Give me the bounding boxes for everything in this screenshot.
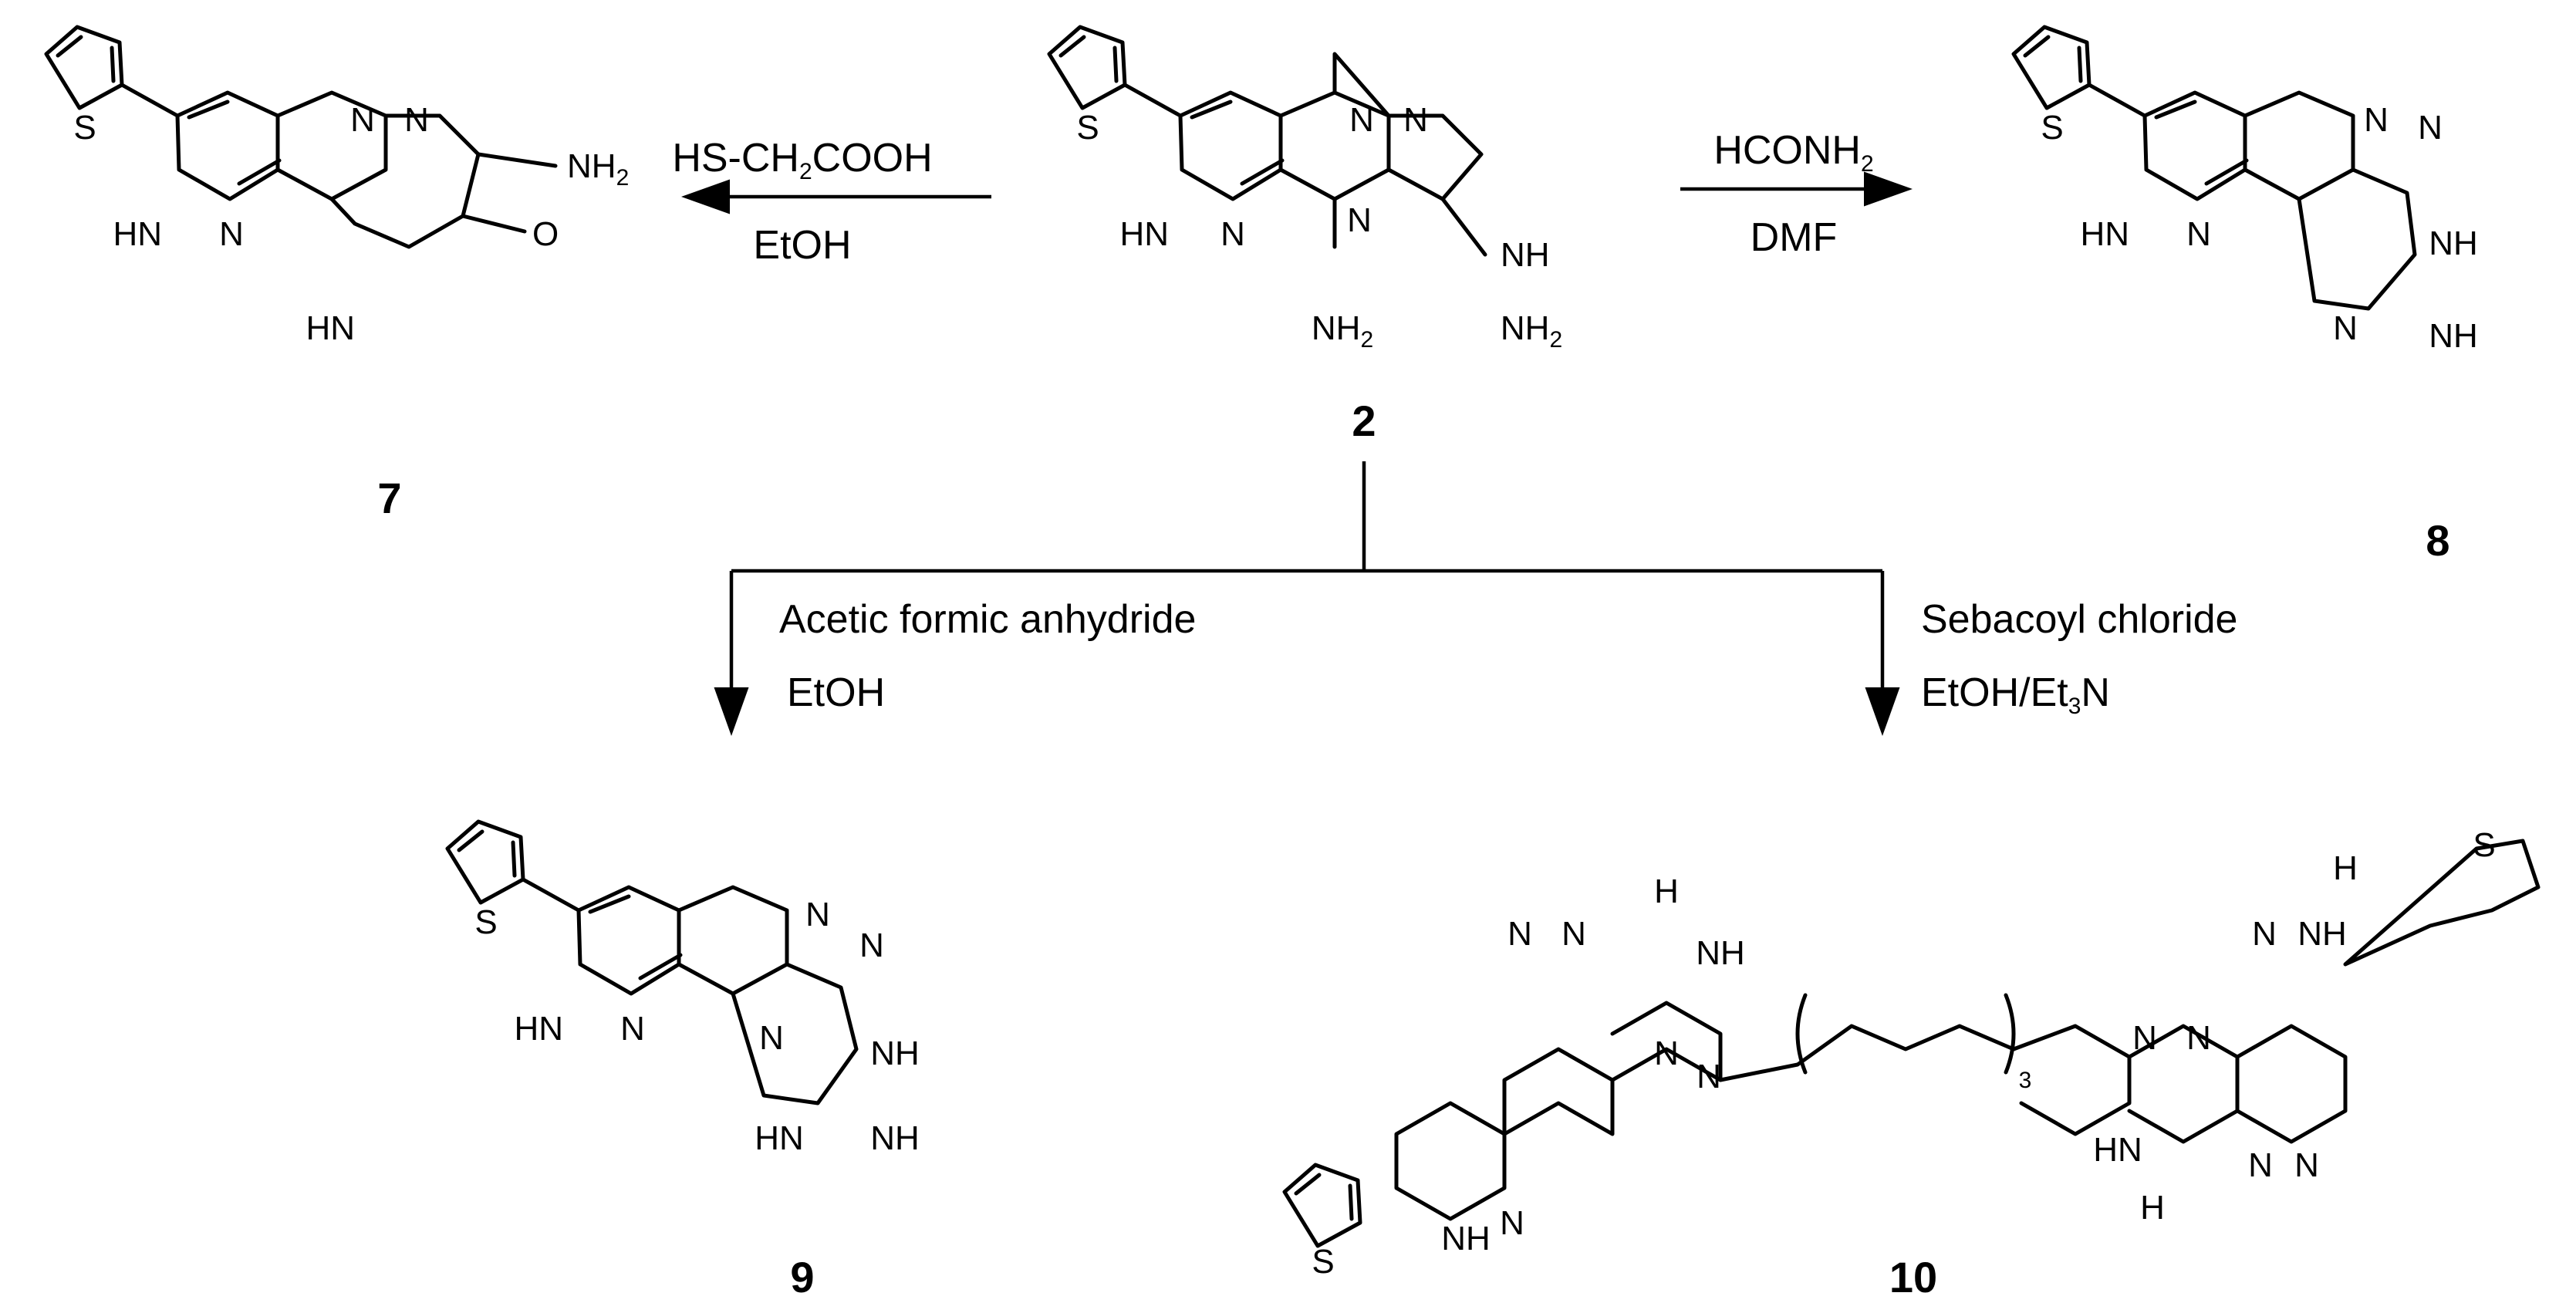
- condition-to-8: HCONH2 DMF: [1713, 128, 1873, 260]
- atom-n: N: [759, 1019, 784, 1057]
- atom-nh: NH: [2297, 915, 2347, 953]
- atom-s: S: [73, 109, 96, 147]
- atom-sub: 2: [1360, 327, 1373, 353]
- atom-hn: HN: [755, 1119, 804, 1157]
- atom-n: N: [2186, 1019, 2211, 1057]
- solvent-to-9: EtOH: [787, 670, 885, 715]
- atom-nh: NH: [1441, 1220, 1491, 1257]
- atom-s: S: [474, 903, 497, 941]
- atom-n: N: [1654, 1035, 1679, 1072]
- atom-s: S: [1312, 1243, 1334, 1281]
- atom-n: N: [219, 215, 244, 253]
- structure-compound-2: S HN N N N N NH NH2 NH2: [1047, 25, 1562, 353]
- compound-label-2: 2: [1352, 397, 1376, 445]
- atom-nh2: NH: [567, 147, 616, 185]
- reagent-subscript: 2: [799, 159, 812, 184]
- atom-nh: NH: [870, 1035, 920, 1072]
- atom-n: N: [350, 101, 375, 139]
- repeat-count: 3: [2019, 1068, 2032, 1093]
- structure-compound-7: S HN N N N O HN NH2: [44, 25, 629, 347]
- atom-n: N: [2333, 309, 2358, 347]
- atom-n: N: [859, 927, 884, 964]
- atom-hn: HN: [514, 1010, 563, 1048]
- atom-nh: NH: [1696, 934, 1745, 972]
- atom-n: N: [1697, 1058, 1721, 1095]
- atom-hn: HN: [2093, 1131, 2142, 1169]
- reagent-hs-ch: HS-CH: [672, 136, 799, 181]
- atom-hn: HN: [1119, 215, 1169, 253]
- solvent-to-7: EtOH: [753, 223, 851, 268]
- condition-to-9: Acetic formic anhydride EtOH: [779, 597, 1196, 715]
- atom-nh2: NH: [1312, 309, 1361, 347]
- atom-n: N: [404, 101, 429, 139]
- condition-to-7: HS-CH2COOH EtOH: [672, 136, 932, 268]
- structure-compound-8: S HN N N N NH NH N: [2011, 25, 2478, 355]
- compound-label-10: 10: [1889, 1253, 1937, 1301]
- solvent-etoh-et: EtOH/Et: [1921, 670, 2068, 715]
- atom-nh: NH: [2429, 224, 2478, 262]
- reagent-hconh: HCONH: [1713, 128, 1861, 173]
- svg-text:NH2: NH2: [1312, 309, 1373, 353]
- svg-text:HCONH2: HCONH2: [1713, 128, 1873, 177]
- atom-sub: 2: [616, 165, 630, 191]
- atom-s: S: [1076, 109, 1099, 147]
- solvent-subscript: 3: [2068, 694, 2081, 719]
- svg-text:NH2: NH2: [567, 147, 629, 191]
- atom-n: N: [2132, 1019, 2157, 1057]
- svg-text:NH2: NH2: [1501, 309, 1562, 353]
- atom-n: N: [2186, 215, 2211, 253]
- atom-n: N: [2294, 1146, 2319, 1184]
- atom-hn: HN: [2080, 215, 2129, 253]
- reagent-cooh: COOH: [812, 136, 933, 181]
- atom-n: N: [620, 1010, 645, 1048]
- atom-n: N: [1561, 915, 1586, 953]
- compound-label-8: 8: [2426, 516, 2449, 565]
- atom-n: N: [2418, 109, 2443, 147]
- solvent-n: N: [2081, 670, 2110, 715]
- atom-hn: HN: [306, 309, 355, 347]
- atom-n: N: [1220, 215, 1245, 253]
- atom-h: H: [2140, 1189, 2165, 1227]
- atom-n: N: [805, 896, 830, 933]
- atom-o: O: [532, 215, 559, 253]
- atom-hn: HN: [113, 215, 162, 253]
- atom-s: S: [2473, 826, 2495, 864]
- atom-h: H: [2333, 849, 2358, 887]
- atom-n: N: [1347, 201, 1372, 239]
- atom-n: N: [2248, 1146, 2273, 1184]
- reaction-arrows: [681, 171, 1913, 736]
- atom-nh: NH: [1501, 236, 1550, 274]
- structure-compound-9: S HN N N N N NH NH HN: [445, 819, 920, 1157]
- atom-nh: NH: [2429, 317, 2478, 355]
- atom-nh2: NH: [1501, 309, 1550, 347]
- atom-n: N: [1403, 101, 1428, 139]
- atom-sub: 2: [1549, 327, 1562, 353]
- compound-label-9: 9: [790, 1253, 814, 1301]
- atom-n: N: [2364, 101, 2389, 139]
- atom-n: N: [1500, 1204, 1524, 1242]
- atom-n: N: [1507, 915, 1532, 953]
- atom-nh: NH: [870, 1119, 920, 1157]
- atom-s: S: [2041, 109, 2063, 147]
- condition-to-10: Sebacoyl chloride EtOH/Et3N: [1921, 597, 2237, 719]
- svg-text:HS-CH2COOH: HS-CH2COOH: [672, 136, 932, 184]
- atom-n: N: [2252, 915, 2277, 953]
- reagent-subscript: 2: [1861, 151, 1874, 177]
- solvent-to-8: DMF: [1751, 215, 1838, 260]
- structure-compound-10: S NH N N N H NH N N 3 N N HN H N N N NH …: [1282, 826, 2541, 1281]
- compound-label-7: 7: [377, 474, 401, 522]
- atom-h: H: [1654, 873, 1679, 910]
- svg-text:EtOH/Et3N: EtOH/Et3N: [1921, 670, 2110, 719]
- reagent-to-9: Acetic formic anhydride: [779, 597, 1196, 642]
- atom-n: N: [1349, 101, 1374, 139]
- reagent-to-10: Sebacoyl chloride: [1921, 597, 2237, 642]
